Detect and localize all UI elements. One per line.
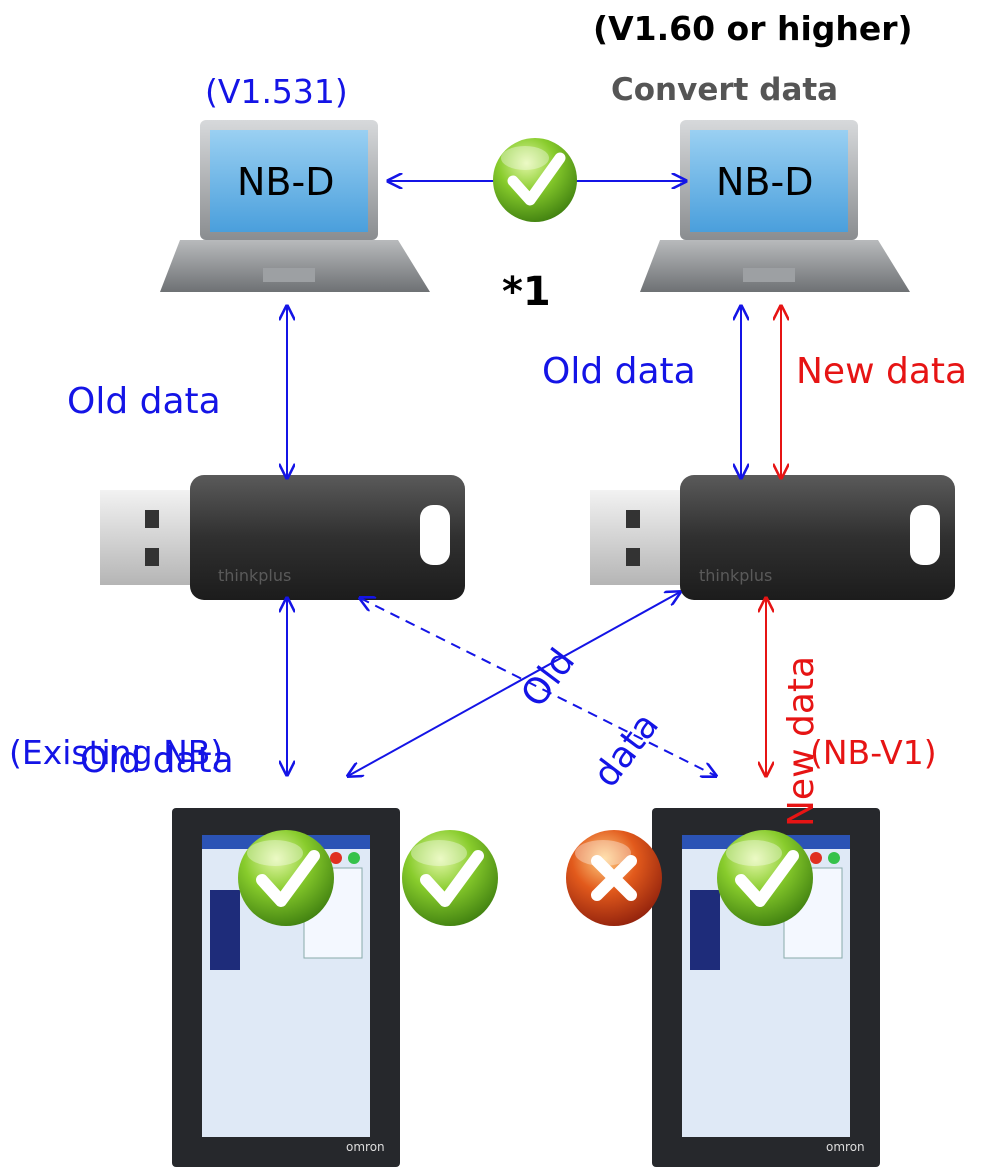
usb-drive-right — [590, 475, 955, 600]
left-version-label: (V1.531) — [205, 72, 348, 111]
hmi-left-brand: omron — [346, 1140, 385, 1154]
check-icon — [238, 830, 334, 926]
check-icon — [717, 830, 813, 926]
usb-right-brand: thinkplus — [699, 566, 773, 585]
cross-icon — [566, 830, 662, 926]
arrow-cross-dashed — [360, 598, 716, 776]
footnote-marker: *1 — [502, 269, 551, 315]
usb-left-brand: thinkplus — [218, 566, 292, 585]
label-left-laptop-usb: Old data — [67, 381, 221, 422]
right-hmi-caption: (NB-V1) — [810, 733, 937, 772]
label-right-laptop-usb-new: New data — [796, 351, 968, 392]
laptop-right-label: NB-D — [716, 160, 814, 204]
convert-data-label: Convert data — [611, 72, 839, 108]
usb-drive-left — [100, 475, 465, 600]
version-requirement-title: (V1.60 or higher) — [593, 9, 913, 48]
laptop-left-label: NB-D — [237, 160, 335, 204]
label-left-usb-hmi: Old data — [80, 740, 234, 781]
hmi-right-brand: omron — [826, 1140, 865, 1154]
left-hmi-caption: (Existing NB) — [9, 733, 224, 772]
check-icon — [493, 138, 577, 222]
laptop-left — [160, 120, 430, 292]
check-icon — [402, 830, 498, 926]
laptop-right — [640, 120, 910, 292]
label-right-laptop-usb-old: Old data — [542, 351, 696, 392]
